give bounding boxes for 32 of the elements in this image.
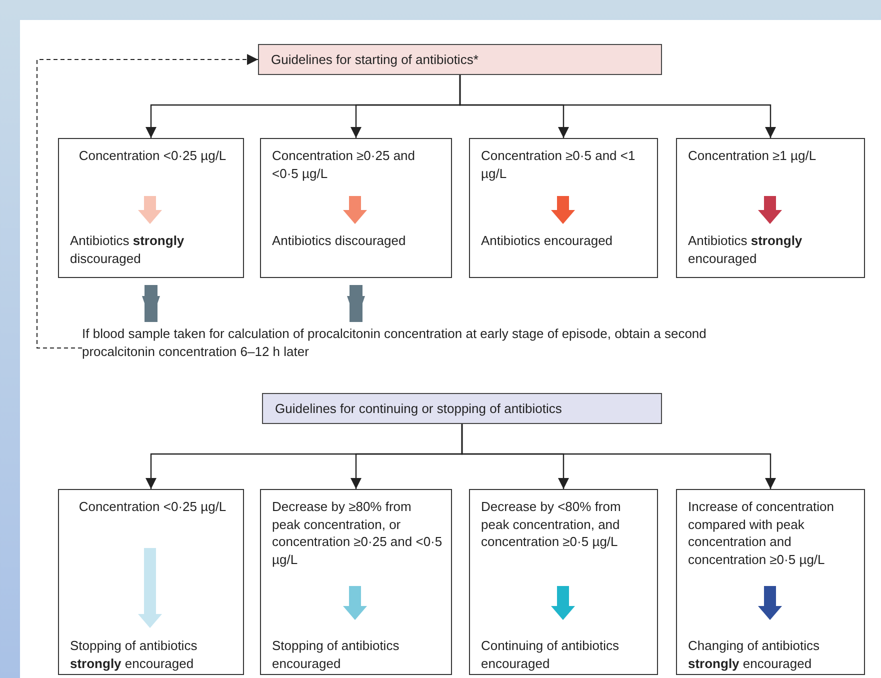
recommendation-text: Continuing of antibiotics encouraged (481, 637, 620, 672)
condition-text: Concentration ≥1 µg/L (688, 147, 818, 165)
criteria-box (58, 138, 244, 278)
recommendation-text: Antibiotics strongly discouraged (70, 232, 186, 268)
criteria-box (676, 489, 865, 675)
condition-text: Decrease by <80% from peak concentration, and concentration ≥0·5 µg/L (481, 498, 622, 551)
condition-text: Concentration <0·25 µg/L (78, 498, 228, 516)
recommendation-text: Antibiotics encouraged (481, 232, 614, 250)
arrow (459, 75, 776, 138)
arrow (461, 424, 776, 489)
condition-text: Concentration ≥0·5 and <1 µg/L (481, 147, 636, 182)
criteria-box (469, 489, 658, 675)
recommendation-text: Stopping of antibiotics encouraged (272, 637, 400, 672)
criteria-box (260, 489, 452, 675)
condition-text: Concentration ≥0·25 and <0·5 µg/L (272, 147, 416, 182)
dashed-arrow (36, 54, 258, 348)
heading-box: Guidelines for continuing or stopping of antibiotics (262, 393, 662, 424)
criteria-box (469, 138, 658, 278)
recommendation-text: Stopping of antibiotics strongly encouraged (70, 637, 198, 672)
criteria-box (260, 138, 452, 278)
condition-text: Increase of concentration compared with peak concentration and concentration ≥0·5 µg/L (688, 498, 835, 568)
condition-text: Concentration <0·25 µg/L (78, 147, 228, 165)
recommendation-text: Antibiotics discouraged (272, 232, 407, 250)
recommendation-text: Changing of antibiotics strongly encouraged (688, 637, 821, 672)
criteria-box (58, 489, 244, 675)
heading-box: Guidelines for starting of antibiotics* (258, 44, 662, 75)
block-arrow (142, 285, 160, 322)
recommendation-text: Antibiotics strongly encouraged (688, 232, 804, 268)
condition-text: Decrease by ≥80% from peak concentration, or concentration ≥0·25 and <0·5 µg/L (272, 498, 443, 568)
block-arrow (347, 285, 365, 322)
note-text: If blood sample taken for calculation of procalcitonin concentration at early stage of episode, obtain a second procalcitonin concentration 6–12 h later (82, 325, 782, 360)
criteria-box (676, 138, 865, 278)
